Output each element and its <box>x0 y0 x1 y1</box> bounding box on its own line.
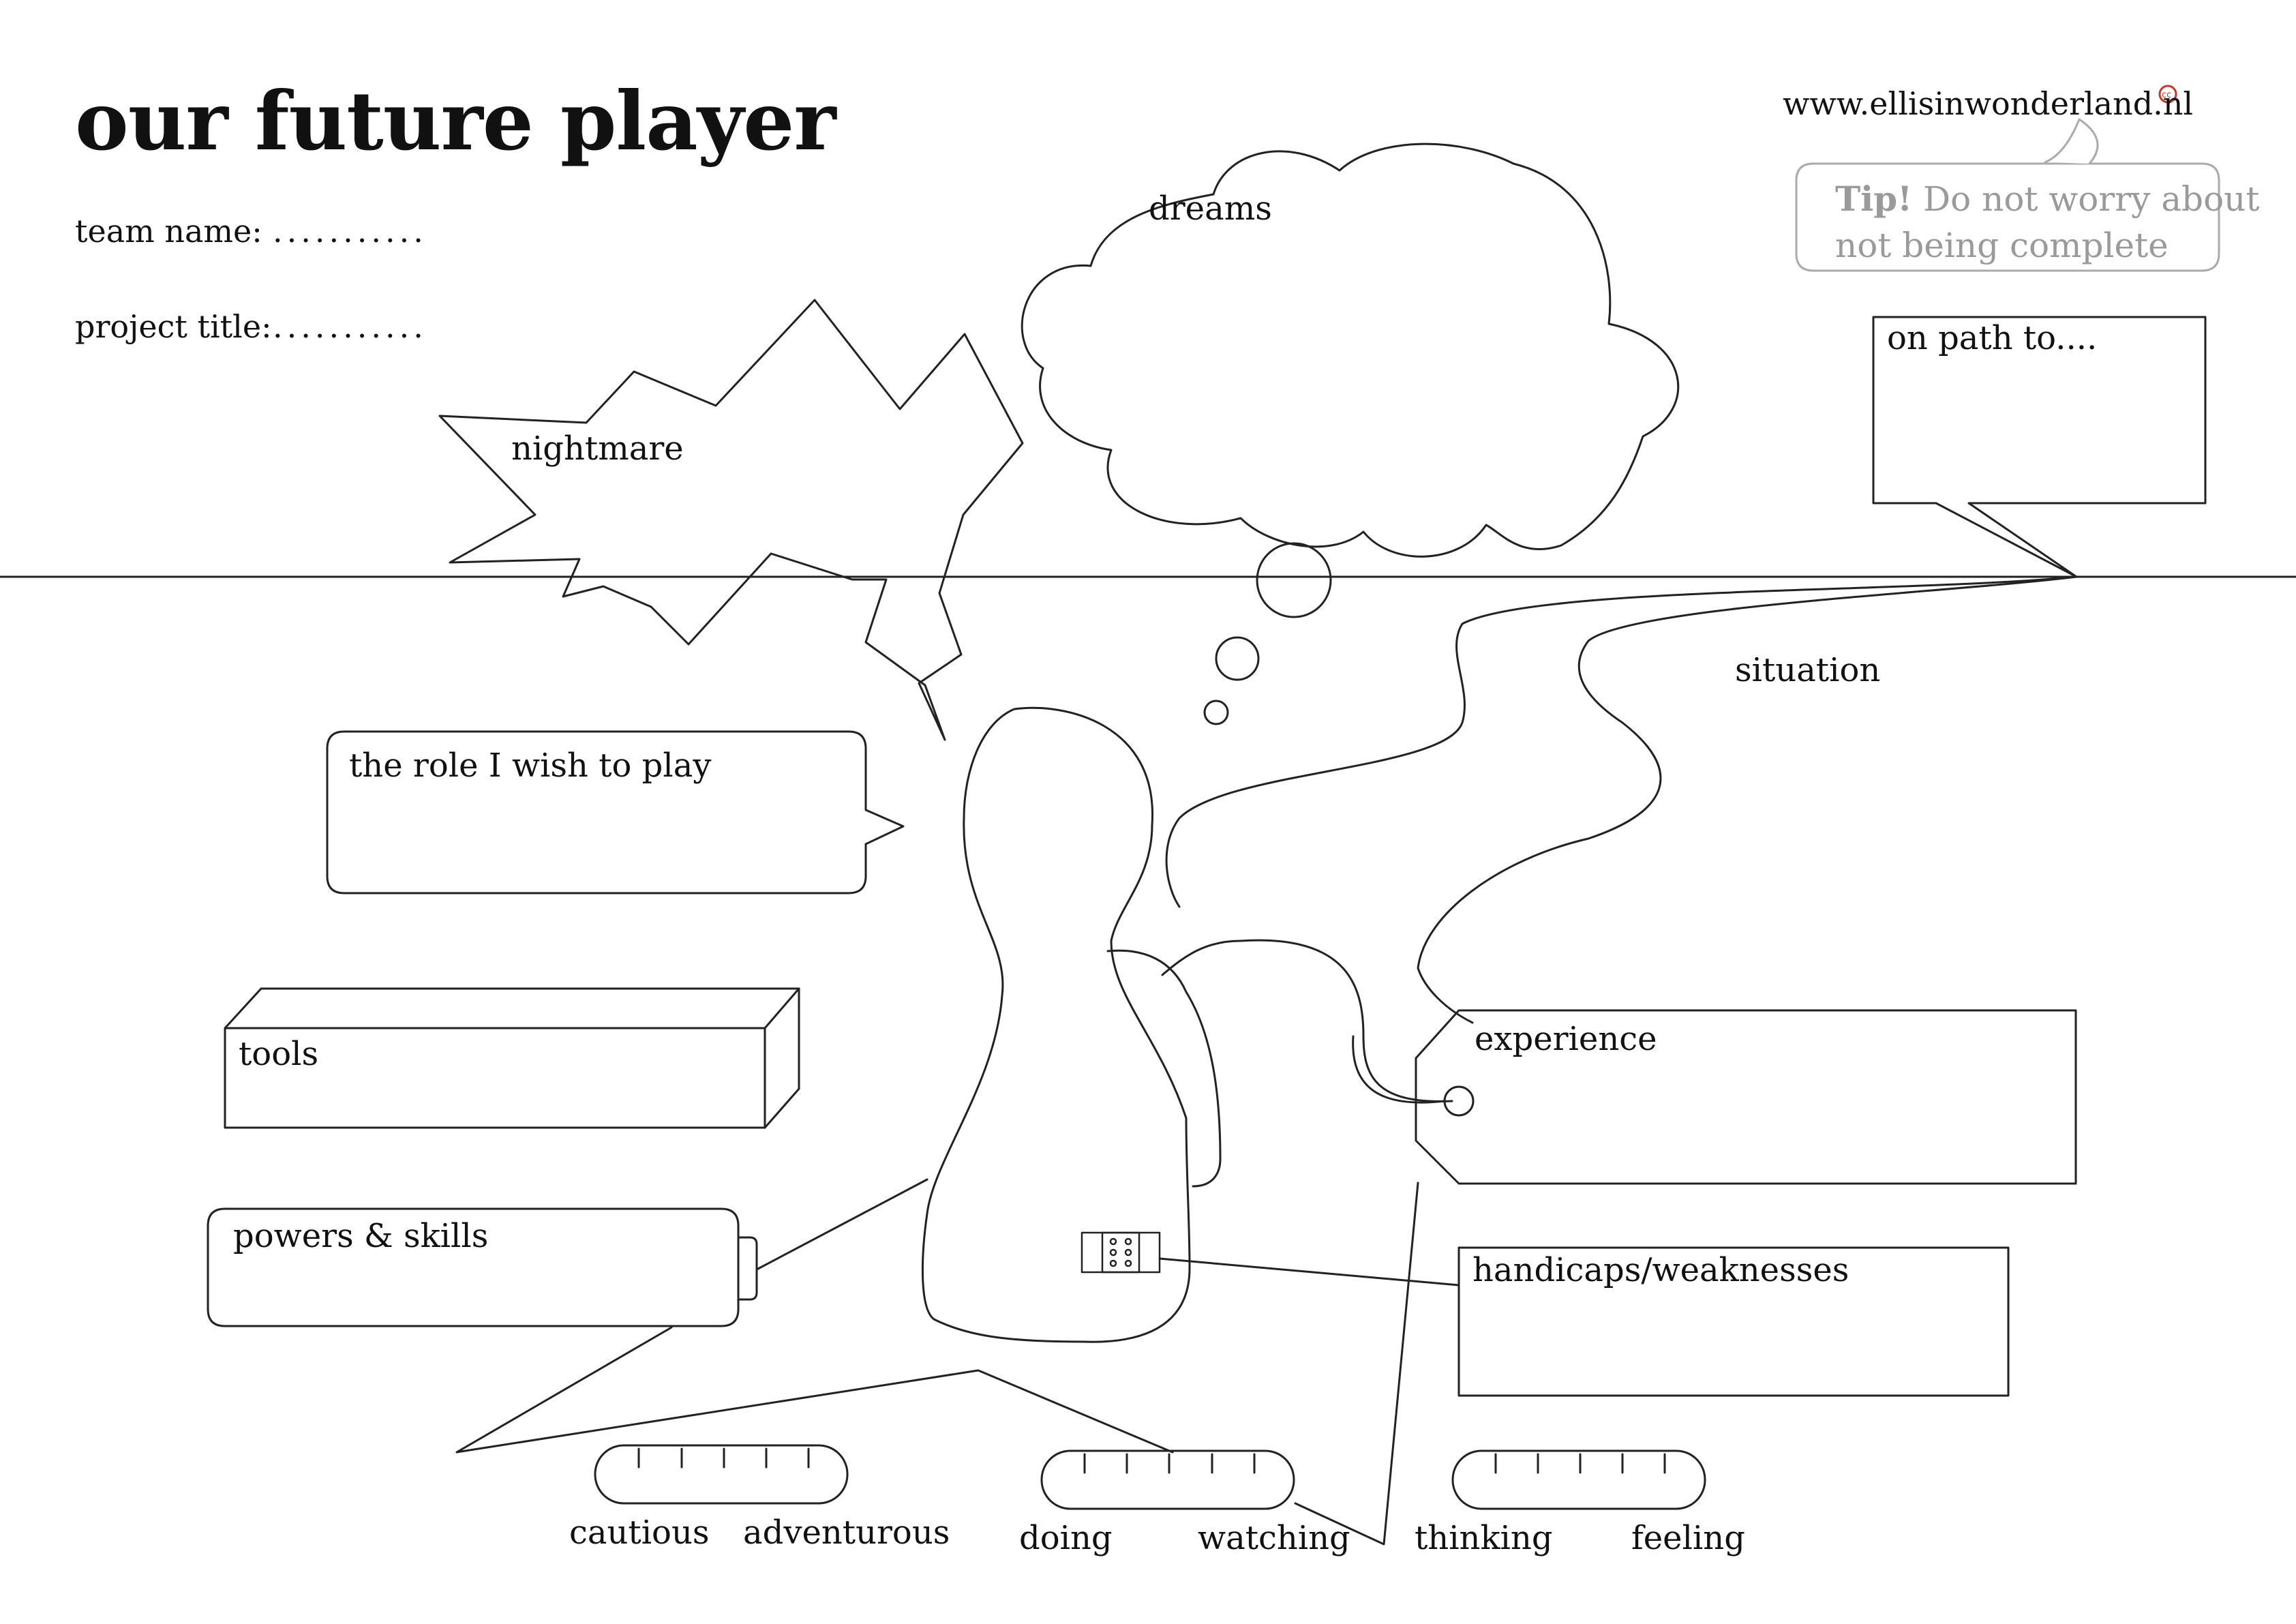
nightmare-burst <box>438 299 1024 741</box>
scale-3-capsule <box>1451 1449 1706 1510</box>
project-title-field[interactable]: ........... <box>273 308 427 345</box>
thought-bubble-large <box>1256 542 1332 618</box>
tip-line-2: not being complete <box>1835 226 2169 265</box>
dreams-cloud <box>1021 142 1680 558</box>
on-path-label: on path to.... <box>1887 319 2098 357</box>
scale-1-right-label: adventurous <box>743 1514 950 1552</box>
role-label: the role I wish to play <box>349 747 712 785</box>
situation-road <box>1165 575 2078 908</box>
handicaps-label: handicaps/weaknesses <box>1472 1251 1849 1289</box>
team-name-field[interactable]: ........... <box>273 213 427 250</box>
tip-bubble <box>1795 118 2220 272</box>
page-title: our future player <box>75 74 836 168</box>
team-name-label: team name: <box>75 213 262 250</box>
scale-1-left-label: cautious <box>569 1514 710 1552</box>
scale-2-left-label: doing <box>1019 1519 1113 1557</box>
handicaps-connector <box>1158 1257 1460 1287</box>
scale-3-right-label: feeling <box>1631 1519 1745 1557</box>
thought-bubble-small <box>1203 700 1229 725</box>
scale-2-right-label: watching <box>1198 1519 1350 1557</box>
on-path-box <box>1872 316 2207 578</box>
scale-2-capsule <box>1040 1449 1295 1510</box>
scale-3-left-label: thinking <box>1415 1519 1553 1557</box>
tools-box <box>224 987 800 1129</box>
thought-bubble-medium <box>1215 636 1260 681</box>
website-link[interactable]: www.ellisinwonderland.nl <box>1783 85 2194 122</box>
pawn-shadow-left <box>1106 949 1222 1188</box>
bandage-icon <box>1081 1231 1161 1274</box>
dreams-label: dreams <box>1149 190 1272 228</box>
situation-label: situation <box>1735 651 1881 689</box>
situation-road-inner <box>1417 575 2078 1024</box>
tools-label: tools <box>239 1035 319 1073</box>
cc-icon: cc <box>2158 85 2177 104</box>
project-title-label: project title: <box>75 308 272 345</box>
tip-label: Tip! <box>1835 179 1913 219</box>
tip-text: Tip! Do not worry about not being comple… <box>1835 176 2259 269</box>
experience-label: experience <box>1475 1020 1657 1058</box>
pawn-shadow-right <box>1161 939 1453 1102</box>
player-pawn <box>921 706 1191 1343</box>
svg-text:cc: cc <box>2162 90 2171 100</box>
scale-1-capsule <box>594 1444 849 1505</box>
powers-connector <box>755 1178 928 1271</box>
experience-tag <box>1352 1009 2077 1185</box>
ground-triangle <box>455 1326 1174 1454</box>
role-bubble <box>326 730 905 894</box>
ground-line-right <box>1294 1182 1419 1546</box>
tip-line-1: Do not worry about <box>1923 179 2260 219</box>
handicaps-box <box>1457 1246 2010 1397</box>
powers-label: powers & skills <box>233 1217 489 1255</box>
nightmare-label: nightmare <box>511 430 684 468</box>
